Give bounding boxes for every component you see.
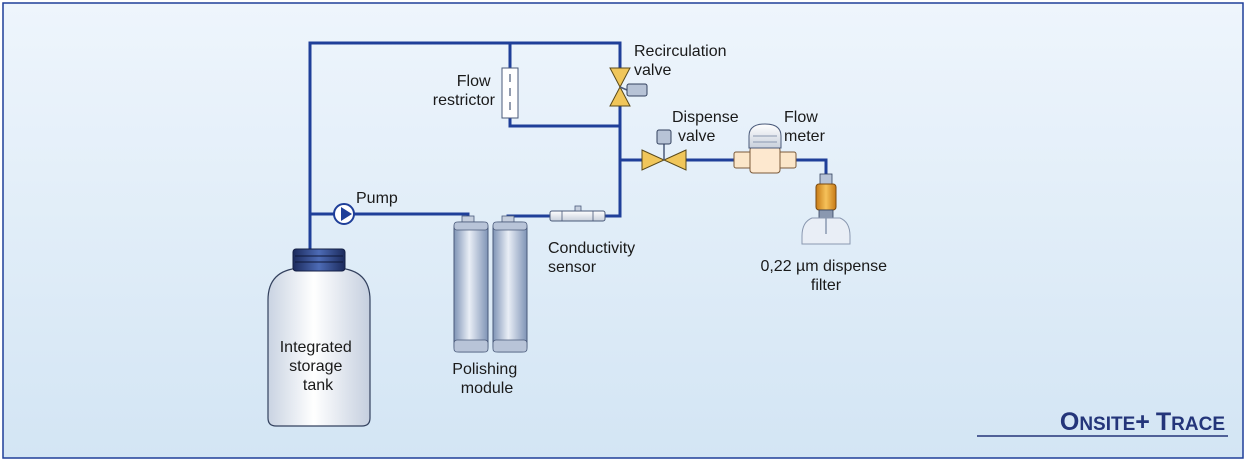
pump-arrow-icon — [341, 207, 352, 221]
tank-cap — [292, 248, 346, 272]
pump: Pump — [333, 190, 398, 225]
polishing-column-1 — [453, 221, 489, 353]
tank-label-line-1: Integrated — [280, 339, 352, 356]
dispense-valve-left-icon — [641, 149, 666, 171]
brand-plus: + — [1135, 408, 1150, 436]
sensor-body — [549, 210, 606, 222]
conductivity-sensor-label: Conductivity sensor — [548, 240, 640, 276]
flow-restrictor-label: Flow restrictor — [433, 73, 496, 109]
polishing-label-line-1: Polishing — [452, 361, 517, 378]
flow-meter-label: Flow meter — [784, 109, 826, 145]
brand-onsite-rest: NSITE — [1079, 414, 1135, 435]
pipe-return-loop — [308, 41, 622, 250]
brand-logo: ONSITE+TRACE — [977, 408, 1228, 437]
polishing-column-2 — [492, 221, 528, 353]
restrictor-label-line-1: Flow — [457, 73, 491, 90]
column-2-cap — [492, 221, 528, 231]
recirculation-valve-bottom-icon — [609, 85, 631, 107]
polishing-module-label: Polishing module — [452, 361, 521, 397]
storage-tank: Integrated storage tank — [267, 248, 371, 427]
filter-label-line-2: filter — [811, 277, 842, 294]
filter-connector — [819, 173, 833, 185]
polishing-module: Polishing module — [452, 215, 528, 397]
recirculation-label-line-2: valve — [634, 62, 671, 79]
flow-restrictor: Flow restrictor — [433, 67, 519, 119]
pipe-restrictor-bottom — [508, 118, 620, 128]
flow-meter-outlet — [777, 151, 797, 169]
filter-cartridge-icon — [815, 183, 837, 211]
dispense-filter-label: 0,22 µm dispense filter — [760, 258, 891, 294]
dispense-valve-right-icon — [662, 149, 687, 171]
flow-meter-inlet — [733, 151, 753, 169]
sensor-probe — [574, 205, 582, 212]
pump-label: Pump — [356, 190, 398, 207]
column-1-cap — [453, 221, 489, 231]
brand-trace-initial: T — [1156, 408, 1171, 436]
dispense-label-line-1: Dispense — [672, 109, 739, 126]
dispense-valve-label: Dispense valve — [672, 109, 743, 145]
sensor-label-line-2: sensor — [548, 259, 597, 276]
pipe-main-riser — [604, 106, 622, 218]
dispense-label-line-2: valve — [678, 128, 715, 145]
filter-neck — [818, 209, 834, 219]
tank-label-line-2: storage — [289, 358, 342, 375]
brand-onsite-initial: O — [1060, 408, 1079, 436]
recirculation-label-line-1: Recirculation — [634, 43, 726, 60]
flow-meter: Flow meter — [733, 109, 826, 174]
dispense-valve-actuator-icon — [656, 129, 672, 145]
restrictor-label-line-2: restrictor — [433, 92, 496, 109]
tank-label: Integrated storage tank — [280, 339, 357, 394]
flow-meter-label-line-1: Flow — [784, 109, 818, 126]
flow-meter-body — [749, 146, 781, 174]
recirculation-valve-top-icon — [609, 67, 631, 89]
sensor-label-line-1: Conductivity — [548, 240, 635, 257]
dispense-valve: Dispense valve — [641, 109, 743, 171]
column-1-base — [453, 339, 489, 353]
recirculation-valve-actuator-icon — [626, 83, 648, 97]
polishing-label-line-2: module — [461, 380, 514, 397]
recirculation-valve: Recirculation valve — [609, 43, 731, 107]
column-2-base — [492, 339, 528, 353]
tank-body — [267, 267, 371, 427]
brand-wordmark: ONSITE+TRACE — [1060, 408, 1225, 436]
brand-trace-rest: RACE — [1171, 414, 1225, 435]
filter-label-line-1: 0,22 µm dispense — [760, 258, 887, 275]
dispense-filter: 0,22 µm dispense filter — [760, 173, 891, 294]
conductivity-sensor: Conductivity sensor — [548, 205, 640, 276]
recirculation-valve-stem — [619, 86, 628, 91]
flow-meter-label-line-2: meter — [784, 128, 826, 145]
recirculation-valve-label: Recirculation valve — [634, 43, 731, 79]
tank-label-line-3: tank — [303, 377, 334, 394]
